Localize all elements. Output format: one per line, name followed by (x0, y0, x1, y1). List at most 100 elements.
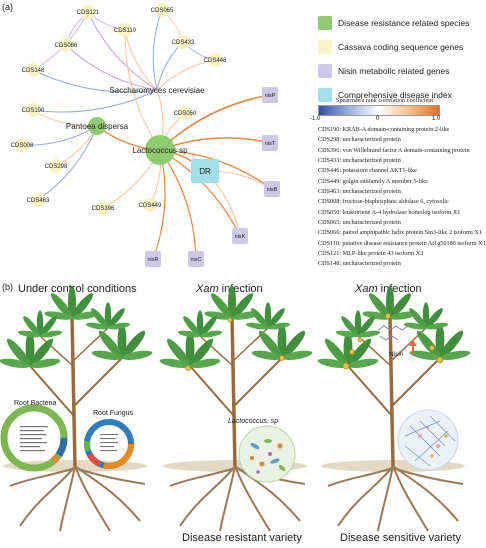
plant-sensitive (317, 286, 471, 531)
species-node (145, 135, 175, 165)
root-bacteria-donut (0, 404, 68, 472)
network-edge (124, 29, 158, 91)
cds-node (208, 53, 222, 67)
legend-item-nisin: Nisin metabolic related genes (318, 63, 469, 79)
definition-item: CDS298: uncharacterized protein (318, 136, 401, 144)
nisin-node (262, 87, 278, 103)
nisin-node (264, 181, 280, 197)
node-label: Pantoea dispersa (66, 122, 129, 131)
nisin-node (145, 251, 161, 267)
legend-item-cds: Cassava coding sequence genes (318, 39, 469, 55)
network-edge (65, 44, 158, 91)
node-label: CDS086 (55, 43, 78, 49)
colorbar-max: 1.0 (432, 116, 441, 122)
panel-b-label: (b) (2, 282, 13, 292)
node-label: CDS449 (139, 203, 162, 209)
network-edge (87, 11, 158, 91)
node-label: nisK (235, 234, 246, 240)
network-edge (156, 41, 184, 91)
cds-node (49, 159, 63, 173)
legend-swatch (318, 16, 332, 30)
legend-swatch (318, 88, 332, 102)
nisin-up-arrow (409, 340, 417, 354)
node-label: CDS148 (22, 68, 45, 74)
node-label: CDS110 (114, 28, 137, 34)
plant-resistant (159, 286, 313, 531)
cds-node (176, 35, 190, 49)
network-edge (37, 125, 98, 201)
definition-item: CDS008: fructose-bisphosphate aldolase 6… (318, 198, 449, 206)
nisin-node (232, 228, 248, 244)
lactococcus-label: Lactococcus. sp (228, 418, 279, 425)
legend: Disease resistance related species Cassa… (318, 15, 469, 103)
title-control: Under control conditions (18, 283, 137, 295)
definition-item: CDS396: von Willebrand factor A domain-c… (318, 146, 470, 154)
cds-node (143, 198, 157, 212)
network-edge (32, 69, 158, 93)
cds-node (96, 201, 110, 215)
nisin-label: Nisin (389, 351, 404, 358)
node-label: nisC (190, 257, 201, 263)
cds-node (81, 5, 95, 19)
colorbar-min: -1.0 (310, 116, 321, 122)
node-label: nisP (265, 93, 276, 99)
cds-node (155, 3, 169, 17)
disease-index-node (191, 159, 219, 183)
definition-item: CDS449: golgin subfamily A member 5-like (318, 177, 428, 185)
species-node (88, 117, 106, 135)
node-label: CDS298 (45, 164, 68, 170)
cds-definitions: CDS190: KRAB-A domain-containing protein… (318, 125, 486, 270)
network-edge (152, 9, 163, 91)
definition-item: CDS446: potassium channel AKT1-like (318, 167, 417, 175)
cds-node (15, 138, 29, 152)
cds-node (59, 38, 73, 52)
node-label: CDS463 (27, 198, 50, 204)
colorbar-title: Spearman's rank correlation coefficient (336, 97, 434, 104)
legend-label: Comprehensive disease index (338, 90, 452, 100)
node-label: CDS190 (22, 108, 45, 114)
colorbar-mid: 0 (376, 116, 380, 122)
definition-item: CDS190: KRAB-A domain-containing protein… (318, 126, 450, 133)
definition-item: CDS463: uncharacterized protein (318, 188, 401, 196)
node-label: CDS121 (77, 10, 100, 16)
node-label: DR (199, 167, 211, 176)
definition-item: CDS110: putative disease resistance prot… (318, 239, 486, 247)
root-bacteria-label: Root Bacteria (14, 400, 57, 407)
definition-item: CDS050: leukotriene A-4 hydrolase homolo… (318, 208, 461, 216)
node-label: CDS433 (172, 40, 195, 46)
definition-item: CDS433: uncharacterized protein (318, 157, 401, 165)
cds-node (31, 193, 45, 207)
legend-swatch (318, 40, 332, 54)
lactococcus-circle (238, 425, 296, 483)
node-label: Lactococcus sp (132, 146, 188, 155)
network-edge (32, 89, 158, 113)
caption-resistant: Disease resistant variety (182, 532, 302, 544)
cds-node (26, 63, 40, 77)
node-label: CDS446 (204, 58, 227, 64)
node-label: nisB (267, 187, 278, 193)
root-fungus-donut (84, 419, 134, 469)
colorbar (318, 105, 440, 116)
root-fungus-label: Root Fungus (93, 410, 134, 417)
node-label: CDS396 (92, 206, 115, 212)
nisin-node (262, 135, 278, 151)
definition-item: CDS066: paired amphipathic helix protein… (318, 229, 482, 237)
node-label: CDS008 (11, 143, 34, 149)
nisin-node (188, 251, 204, 267)
nisin-molecule (377, 325, 409, 341)
cds-node (26, 103, 40, 117)
panel-a-label: (a) (2, 2, 13, 12)
node-label: CDS050 (174, 111, 197, 117)
node-label: nisT (265, 141, 276, 147)
network-edge (159, 149, 197, 260)
caption-sensitive: Disease sensitive variety (340, 532, 462, 544)
node-label: Saccharomyces cerevisiae (109, 86, 205, 95)
plants-illustration (0, 296, 474, 532)
legend-label: Cassava coding sequence genes (338, 42, 464, 52)
legend-label: Disease resistance related species (338, 18, 470, 28)
legend-item-index: Comprehensive disease index (318, 87, 469, 103)
legend-item-species: Disease resistance related species (318, 15, 469, 31)
definition-item: CDS121: MLP-like protein 43 isoform X3 (318, 250, 424, 258)
cds-node (118, 23, 132, 37)
